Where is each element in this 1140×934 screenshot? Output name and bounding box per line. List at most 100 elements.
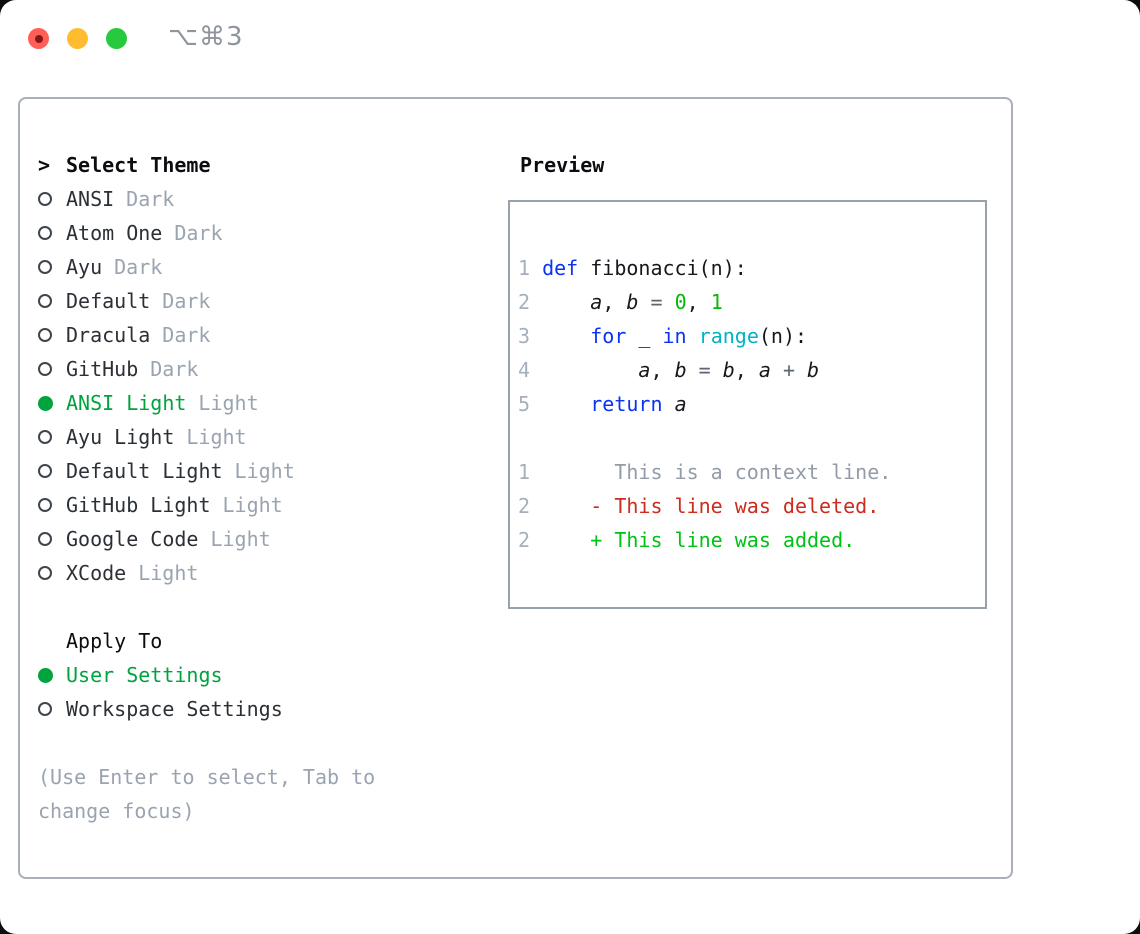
code-token <box>542 290 590 314</box>
theme-option-label: Dracula <box>66 323 151 347</box>
radio-marker <box>38 328 66 342</box>
close-dot-icon <box>34 34 43 43</box>
theme-option-variant: Light <box>138 561 199 585</box>
radio-icon <box>38 192 52 206</box>
code-line: 2 + This line was added. <box>518 523 985 557</box>
code-token: in <box>662 324 687 348</box>
code-token: , <box>602 290 627 314</box>
radio-marker <box>38 667 66 683</box>
code-token: b <box>626 290 639 314</box>
close-button[interactable] <box>28 28 49 49</box>
code-token: This is a context line. <box>542 460 892 484</box>
spacer <box>38 726 438 760</box>
theme-option[interactable]: Dracula Dark <box>38 318 438 352</box>
theme-option-label: Ayu <box>66 255 103 279</box>
theme-option[interactable]: Default Light Light <box>38 454 438 488</box>
radio-icon <box>38 430 52 444</box>
code-token <box>687 324 699 348</box>
radio-marker <box>38 702 66 716</box>
zoom-button[interactable] <box>106 28 127 49</box>
code-token: for <box>590 324 627 348</box>
theme-option-label: Atom One <box>66 221 163 245</box>
radio-icon <box>38 532 52 546</box>
line-number: 1 <box>518 460 543 484</box>
radio-icon <box>38 667 53 683</box>
theme-option-label: ANSI <box>66 187 115 211</box>
radio-icon <box>38 566 52 580</box>
radio-marker <box>38 294 66 308</box>
line-number: 3 <box>518 324 543 348</box>
window-title: ⌥⌘3 <box>168 22 244 52</box>
select-theme-title: Select Theme <box>66 153 211 177</box>
theme-option-variant: Dark <box>150 357 199 381</box>
radio-marker <box>38 532 66 546</box>
code-token <box>542 324 590 348</box>
code-line: 5 return a <box>518 387 985 421</box>
code-line: 1 This is a context line. <box>518 455 985 489</box>
theme-option-label: GitHub Light <box>66 493 211 517</box>
code-token: _ <box>626 324 663 348</box>
minimize-button[interactable] <box>67 28 88 49</box>
code-token: (n): <box>758 324 808 348</box>
theme-option[interactable]: GitHub Light Light <box>38 488 438 522</box>
code-token: a <box>758 358 771 382</box>
radio-marker <box>38 260 66 274</box>
theme-option-label: Google Code <box>66 527 199 551</box>
code-line: 3 for _ in range(n): <box>518 319 985 353</box>
theme-option[interactable]: Atom One Dark <box>38 216 438 250</box>
code-line: 1 def fibonacci(n): <box>518 251 985 285</box>
select-theme-header: > Select Theme <box>38 148 438 182</box>
radio-icon <box>38 226 52 240</box>
code-token: def <box>542 256 579 280</box>
theme-option-label: Default Light <box>66 459 223 483</box>
code-token: a <box>674 392 687 416</box>
radio-icon <box>38 362 52 376</box>
code-token: + This line was added. <box>542 528 856 552</box>
theme-option-label: GitHub <box>66 357 139 381</box>
cursor-icon: > <box>38 153 51 177</box>
theme-option-variant: Light <box>234 459 295 483</box>
theme-option[interactable]: Ayu Dark <box>38 250 438 284</box>
apply-option[interactable]: User Settings <box>38 658 438 692</box>
code-token: b <box>807 358 820 382</box>
code-line: 4 a, b = b, a + b <box>518 353 985 387</box>
titlebar: ⌥⌘3 <box>0 0 1140 70</box>
code-token: 1 <box>710 290 723 314</box>
apply-option[interactable]: Workspace Settings <box>38 692 438 726</box>
code-token: a <box>590 290 603 314</box>
line-number: 4 <box>518 358 543 382</box>
preview-title: Preview <box>520 153 605 177</box>
theme-option[interactable]: GitHub Dark <box>38 352 438 386</box>
radio-marker <box>38 566 66 580</box>
code-token: + <box>770 358 808 382</box>
code-token: fibonacci(n): <box>578 256 747 280</box>
radio-marker <box>38 192 66 206</box>
theme-option-variant: Dark <box>174 221 223 245</box>
theme-option-variant: Dark <box>114 255 163 279</box>
radio-icon <box>38 260 52 274</box>
radio-icon <box>38 294 52 308</box>
code-token: , <box>686 290 711 314</box>
preview-column: Preview 1 def fibonacci(n):2 a, b = 0, 1… <box>500 148 987 609</box>
theme-option-variant: Dark <box>162 289 211 313</box>
line-number: 1 <box>518 256 543 280</box>
theme-option-variant: Light <box>222 493 283 517</box>
code-line: 2 a, b = 0, 1 <box>518 285 985 319</box>
radio-marker <box>38 226 66 240</box>
radio-marker <box>38 395 66 411</box>
theme-option-variant: Dark <box>162 323 211 347</box>
line-number: 2 <box>518 528 543 552</box>
spacer <box>38 590 438 624</box>
theme-option-label: Ayu Light <box>66 425 175 449</box>
